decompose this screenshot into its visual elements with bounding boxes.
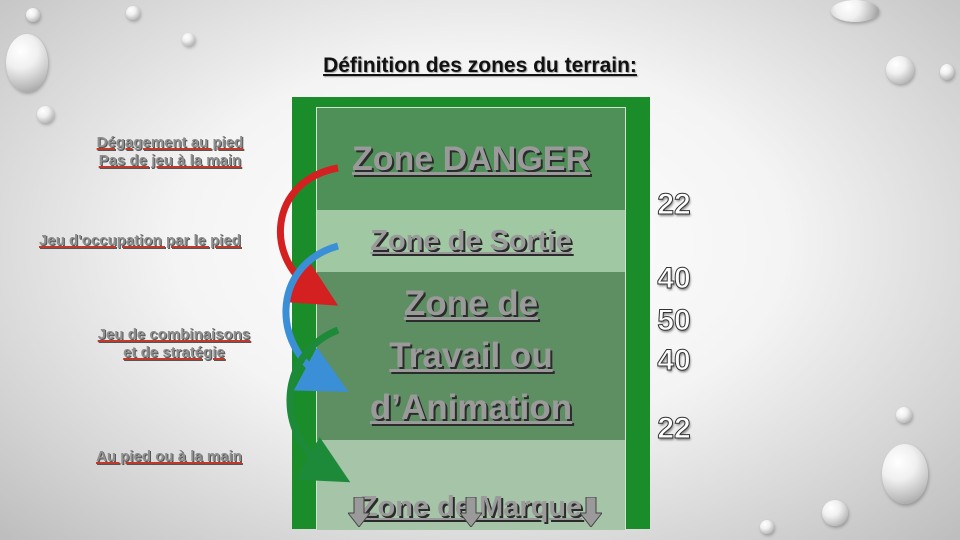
zone-sortie-label: Zone de Sortie	[370, 224, 572, 257]
down-arrow-icon	[348, 497, 370, 527]
down-arrow-icon	[580, 497, 602, 527]
zone-travail-label: Zone de Travail ou d’Animation	[370, 278, 572, 434]
zone-travail-line: d’Animation	[369, 388, 573, 427]
page-title: Définition des zones du terrain:	[323, 54, 637, 77]
red-curved-arrow-icon	[277, 164, 339, 306]
label-line: Pas de jeu à la main	[98, 152, 242, 169]
yard-marker: 50	[657, 304, 691, 338]
water-drop-decoration	[760, 520, 774, 534]
yard-marker: 40	[657, 262, 691, 296]
curved-arrows	[277, 164, 350, 483]
blue-curved-arrow-icon	[282, 242, 349, 392]
water-drop-decoration	[37, 106, 54, 123]
water-drop-decoration	[831, 0, 879, 22]
zone-danger: Zone DANGER	[317, 108, 625, 210]
down-arrow-icon	[460, 497, 482, 527]
water-drop-decoration	[26, 8, 40, 22]
label-degagement: Dégagement au pied Pas de jeu à la main	[80, 134, 260, 170]
label-line: Jeu d'occupation par le pied	[39, 232, 241, 249]
label-line: et de stratégie	[123, 344, 225, 361]
green-curved-arrow-icon	[286, 326, 350, 483]
label-combinaisons: Jeu de combinaisons et de stratégie	[76, 326, 272, 362]
label-line: Dégagement au pied	[96, 134, 244, 151]
water-drop-decoration	[886, 56, 914, 84]
water-drop-decoration	[182, 33, 195, 46]
zone-travail-line: Zone de	[403, 284, 539, 323]
yard-marker: 40	[657, 344, 691, 378]
zone-travail: Zone de Travail ou d’Animation	[317, 272, 625, 440]
field-inner: Zone DANGER Zone de Sortie Zone de Trava…	[316, 107, 626, 530]
water-drop-decoration	[882, 444, 928, 504]
yard-marker: 22	[657, 412, 691, 446]
label-occupation: Jeu d'occupation par le pied	[20, 232, 260, 250]
water-drop-decoration	[822, 500, 848, 526]
label-line: Au pied ou à la main	[96, 448, 242, 465]
water-drop-decoration	[126, 6, 140, 20]
water-drop-decoration	[940, 64, 954, 80]
zone-danger-label: Zone DANGER	[352, 139, 590, 178]
label-line: Jeu de combinaisons	[97, 326, 251, 343]
water-drop-decoration	[896, 407, 912, 423]
yard-marker: 22	[657, 188, 691, 222]
water-drop-decoration	[6, 34, 48, 92]
zone-sortie: Zone de Sortie	[317, 210, 625, 272]
label-au-pied: Au pied ou à la main	[76, 448, 262, 466]
zone-travail-line: Travail ou	[389, 336, 553, 375]
